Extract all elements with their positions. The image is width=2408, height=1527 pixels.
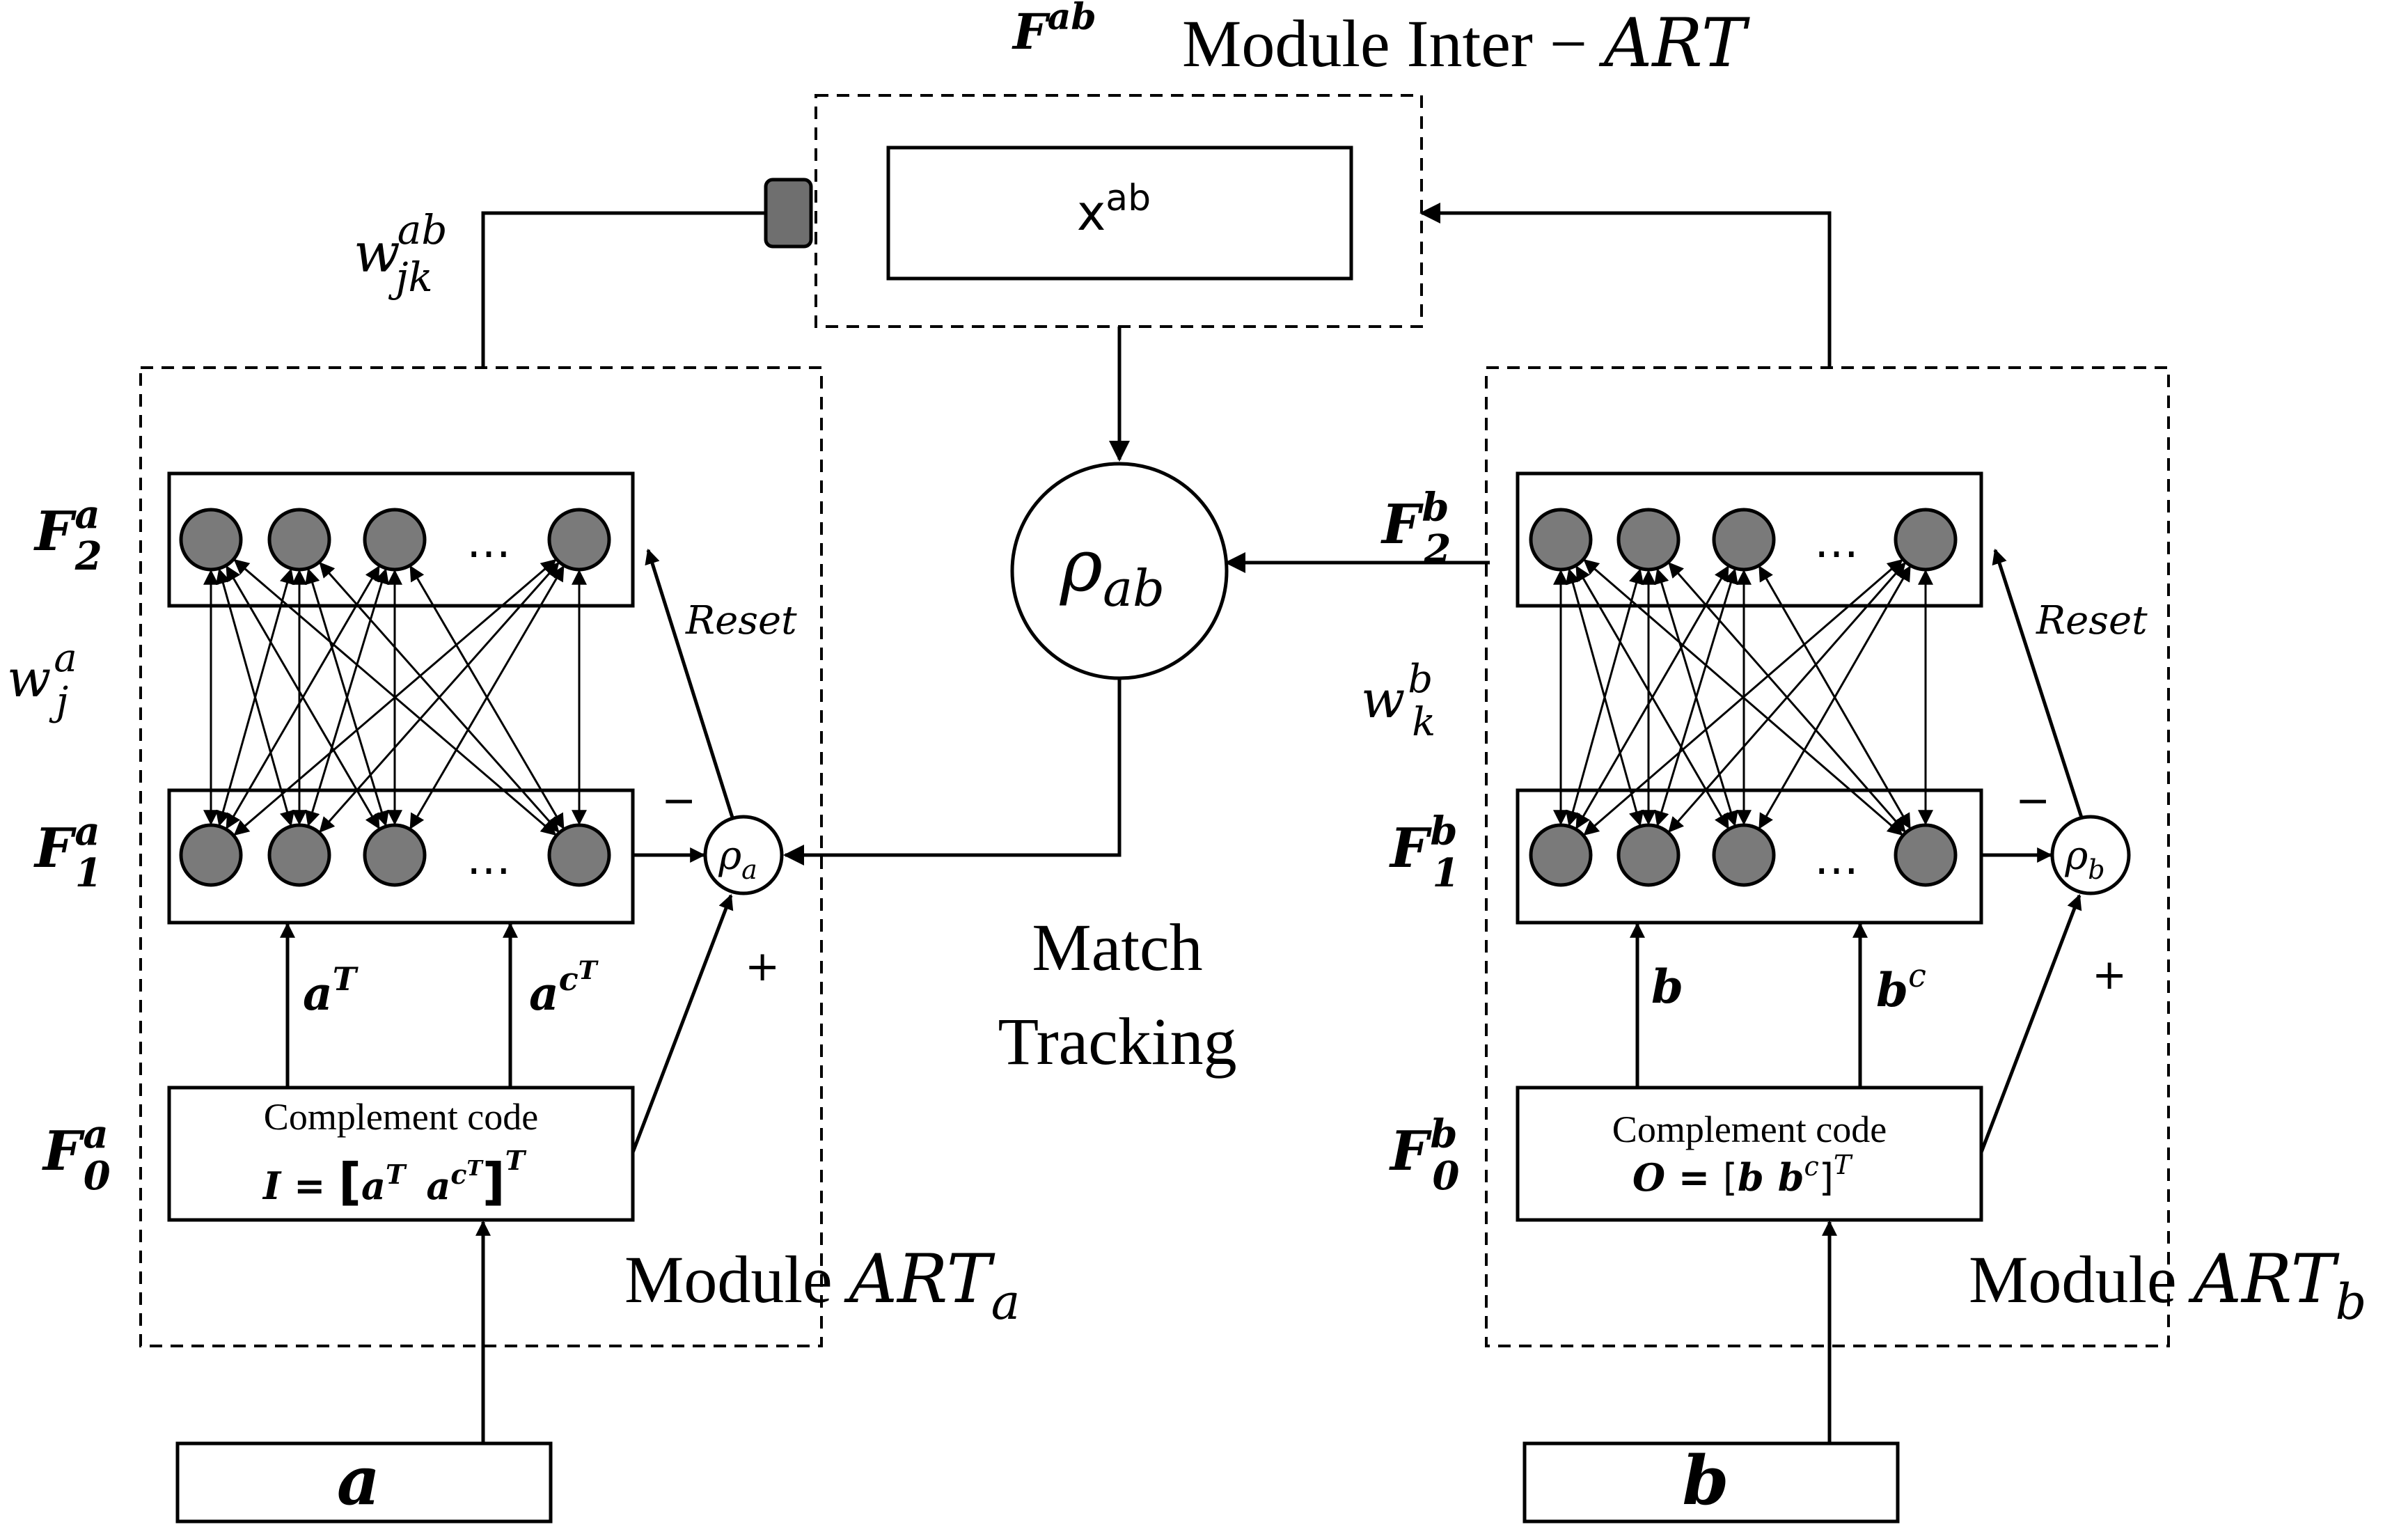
- art-a-nodes: [179, 508, 611, 887]
- art-b-f1-node-0: [1529, 823, 1593, 887]
- art-a-f2-node-0: [179, 508, 243, 572]
- art-a-rho-reset-arrow: [645, 548, 734, 818]
- art-a-dashed-box: [139, 366, 823, 1347]
- xab-label: xab: [1077, 178, 1151, 242]
- inter-connections: [481, 203, 1832, 866]
- art-b-to-xab-arrow: [1419, 203, 1832, 368]
- art-b-b-label: b: [1651, 960, 1683, 1014]
- art-a-f1-node-3: [547, 823, 611, 887]
- art-a-f1-node-0: [179, 823, 243, 887]
- input-a-label: a: [337, 1441, 380, 1520]
- art-b-f0-to-rho-arrow: [1979, 893, 2082, 1153]
- match-tracking-arrow: [783, 671, 1122, 866]
- art-a-weight-arrows: [203, 558, 587, 836]
- art-b-weight-arrows: [1553, 558, 1933, 836]
- art-b-module-title: Module ARTb: [1969, 1240, 2366, 1331]
- art-a-reset-label: Reset: [685, 598, 797, 643]
- art-a-rho-label: ρa: [718, 833, 757, 885]
- art-b-f2-node-0: [1529, 508, 1593, 572]
- art-a-f2-node-2: [363, 508, 427, 572]
- art-b-minus-sign: −: [2015, 776, 2050, 825]
- art-a-at-label: aT: [303, 960, 359, 1021]
- art-b-dashed-box: [1485, 366, 2170, 1347]
- rho-ab-circle: [1010, 462, 1229, 680]
- match-tracking-label-line2: Tracking: [998, 1004, 1236, 1079]
- art-a-minus-sign: −: [661, 776, 696, 825]
- art-a-f1-node-1: [267, 823, 331, 887]
- art-b-nodes: [1529, 508, 1958, 887]
- rho-ab-label: ρab: [1060, 523, 1165, 618]
- xab-field-box: [886, 146, 1353, 281]
- art-a-f2-node-3: [547, 508, 611, 572]
- art-b-bc-label: bc: [1876, 957, 1926, 1017]
- match-tracking-label-line1: Match: [1032, 910, 1202, 985]
- art-a-plus-sign: +: [745, 942, 780, 991]
- art-b-f2-node-2: [1712, 508, 1776, 572]
- input-a-box: [175, 1441, 553, 1524]
- art-a-f0-box: [167, 1086, 635, 1222]
- art-b-rho-label: ρb: [2064, 833, 2104, 885]
- art-b-rho-reset-arrow: [1992, 548, 2084, 818]
- art-b-reset-label: Reset: [2036, 598, 2148, 643]
- input-b-box: [1522, 1441, 1900, 1524]
- fab-layer-label: Fab: [1012, 0, 1096, 61]
- inter-art-title: Module Inter − ART: [1182, 4, 1750, 82]
- art-a-complement-code-title: Complement code: [264, 1096, 538, 1138]
- art-a-f0-to-rho-arrow: [631, 893, 734, 1153]
- art-b-f2-ellipsis: …: [1814, 517, 1859, 568]
- art-a-act-label: acT: [529, 956, 599, 1021]
- art-a-f1-node-2: [363, 823, 427, 887]
- art-a-to-weight-line: [481, 211, 766, 368]
- input-b-label: b: [1682, 1441, 1729, 1520]
- art-b-f2-node-3: [1894, 508, 1958, 572]
- art-a-module-title: Module ARTa: [624, 1240, 1020, 1331]
- art-b-plus-sign: +: [2092, 950, 2127, 999]
- art-a-f2-ellipsis: …: [466, 517, 511, 568]
- art-b-f1-node-2: [1712, 823, 1776, 887]
- art-b-f1-ellipsis: …: [1814, 833, 1859, 885]
- art-b-complement-code-title: Complement code: [1612, 1109, 1887, 1150]
- art-b-f1-node-1: [1616, 823, 1681, 887]
- art-b-f0-box: [1516, 1086, 1983, 1222]
- art-a-weight-line-3-2: [409, 565, 565, 830]
- weight-connector-node: [764, 178, 813, 249]
- rho-ab-vigilance: ρab: [1010, 462, 1229, 680]
- art-a-f2-node-1: [267, 508, 331, 572]
- art-a-f1-ellipsis: …: [466, 833, 511, 885]
- art-b-weight-line-3-2: [1758, 565, 1911, 829]
- art-b-f2-node-1: [1616, 508, 1681, 572]
- art-b-f1-node-3: [1894, 823, 1958, 887]
